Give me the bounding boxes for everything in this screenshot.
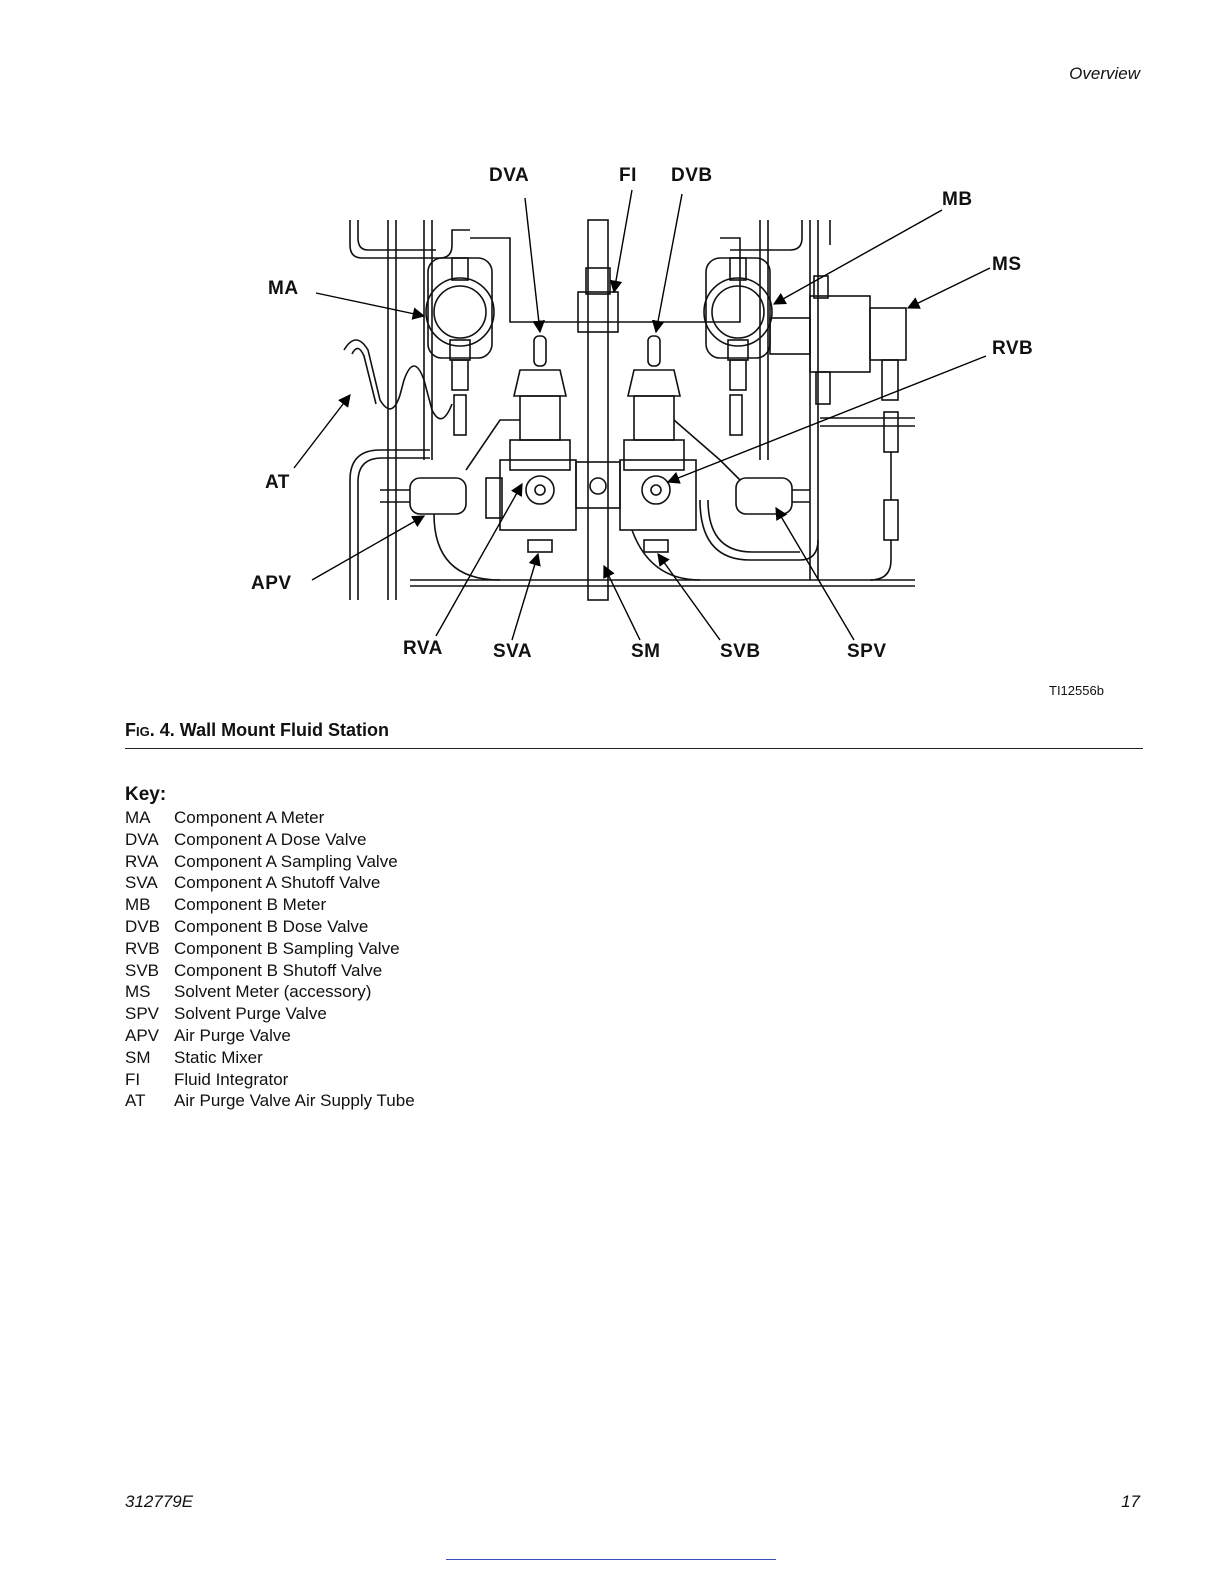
key-desc: Component B Meter	[174, 895, 327, 915]
caption-divider	[125, 748, 1143, 749]
key-item: APV Air Purge Valve	[125, 1025, 415, 1047]
callout-fi: FI	[619, 165, 637, 186]
callout-dva: DVA	[489, 165, 530, 186]
key-desc: Solvent Purge Valve	[174, 1004, 327, 1024]
key-desc: Component A Shutoff Valve	[174, 873, 381, 893]
key-title: Key:	[125, 784, 167, 805]
key-abbr: RVB	[125, 938, 160, 958]
key-item: FI Fluid Integrator	[125, 1069, 415, 1091]
key-abbr: SM	[125, 1047, 151, 1067]
key-item: DVB Component B Dose Valve	[125, 916, 415, 938]
callout-apv: APV	[251, 573, 292, 594]
key-abbr: FI	[125, 1069, 141, 1089]
wall-mount-fluid-station-figure: DVA FI DVB MB MA MS RVB AT APV RVA SVA S…	[0, 0, 1224, 720]
callout-rva: RVA	[403, 638, 443, 659]
key-item: SVB Component B Shutoff Valve	[125, 960, 415, 982]
figure-caption: FIG. 4. Wall Mount Fluid Station	[125, 720, 390, 740]
key-list: MA Component A Meter DVA Component A Dose …	[125, 807, 415, 1112]
key-desc: Fluid Integrator	[174, 1069, 289, 1089]
key-abbr: SVB	[125, 960, 160, 980]
key-abbr: SVA	[125, 873, 158, 893]
key-abbr: RVA	[125, 851, 159, 871]
callout-rvb: RVB	[992, 338, 1034, 359]
callout-ma: MA	[268, 278, 299, 299]
key-abbr: MB	[125, 895, 151, 915]
key-item: SM Static Mixer	[125, 1047, 415, 1069]
key-item: SPV Solvent Purge Valve	[125, 1003, 415, 1025]
key-desc: Component A Dose Valve	[174, 829, 367, 849]
key-item: MB Component B Meter	[125, 894, 415, 916]
key-desc: Component B Sampling Valve	[174, 938, 400, 958]
key-abbr: APV	[125, 1025, 160, 1045]
callout-ms: MS	[992, 254, 1022, 275]
key-desc: Component B Dose Valve	[174, 916, 369, 936]
key-desc: Component A Meter	[174, 808, 325, 827]
key-abbr: MA	[125, 808, 151, 827]
figure-id: TI12556b	[1049, 683, 1104, 698]
key-item: SVA Component A Shutoff Valve	[125, 872, 415, 894]
callout-sva: SVA	[493, 641, 533, 662]
key-item: DVA Component A Dose Valve	[125, 829, 415, 851]
key-abbr: SPV	[125, 1004, 160, 1024]
key-desc: Static Mixer	[174, 1047, 263, 1067]
section-header: Overview	[1069, 64, 1140, 83]
key-desc: Component A Sampling Valve	[174, 851, 398, 871]
key-item: RVA Component A Sampling Valve	[125, 851, 415, 873]
link-underline[interactable]	[446, 1559, 776, 1560]
key-abbr: DVB	[125, 916, 160, 936]
callout-dvb: DVB	[671, 165, 713, 186]
key-desc: Component B Shutoff Valve	[174, 960, 383, 980]
callout-sm: SM	[631, 641, 661, 662]
callout-mb: MB	[942, 189, 973, 210]
key-item: RVB Component B Sampling Valve	[125, 938, 415, 960]
key-desc: Air Purge Valve Air Supply Tube	[174, 1091, 415, 1111]
callout-at: AT	[265, 472, 290, 493]
document-number: 312779E	[125, 1492, 194, 1511]
callout-spv: SPV	[847, 641, 887, 662]
page-number: 17	[1121, 1492, 1140, 1511]
key-item: MS Solvent Meter (accessory)	[125, 981, 415, 1003]
key-abbr: DVA	[125, 829, 159, 849]
fluid-station-drawing	[293, 189, 991, 641]
key-abbr: MS	[125, 982, 151, 1002]
key-item: MA Component A Meter	[125, 807, 415, 829]
key-item: AT Air Purge Valve Air Supply Tube	[125, 1090, 415, 1112]
key-desc: Solvent Meter (accessory)	[174, 982, 372, 1002]
key-desc: Air Purge Valve	[174, 1025, 291, 1045]
key-abbr: AT	[125, 1091, 146, 1111]
callout-svb: SVB	[720, 641, 761, 662]
